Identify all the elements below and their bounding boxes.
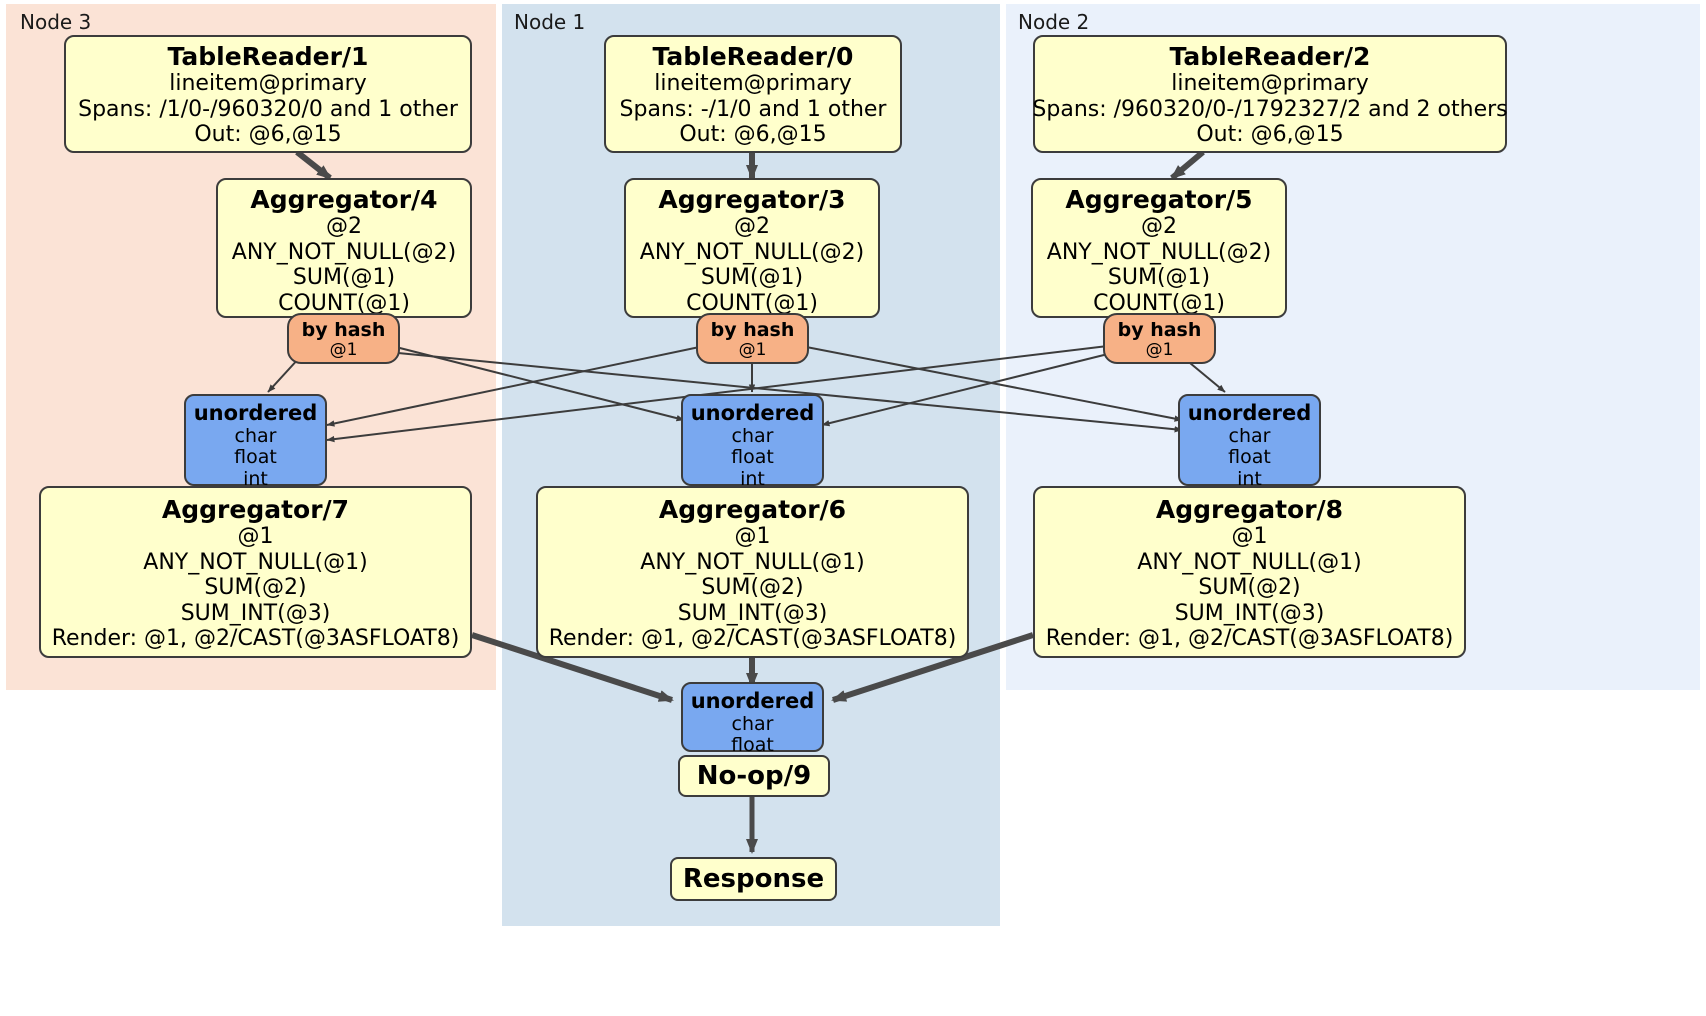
node-detail: Render: @1, @2/CAST(@3ASFLOAT8) xyxy=(51,626,460,652)
router-title: by hash xyxy=(710,319,795,341)
synchronizer-unordered-node-3[interactable]: unordered char float int xyxy=(184,394,327,490)
processor-no-op-9[interactable]: No-op/9 xyxy=(678,755,830,797)
node-detail: COUNT(@1) xyxy=(686,290,818,316)
node-detail: lineitem@primary xyxy=(654,71,852,96)
sync-title: unordered xyxy=(690,689,815,713)
node-detail: SUM_INT(@3) xyxy=(180,600,331,626)
sync-type: char xyxy=(731,424,774,447)
node-detail: Out: @6,@15 xyxy=(194,122,342,148)
node-detail: SUM(@1) xyxy=(1107,265,1211,291)
node-title: Aggregator/8 xyxy=(1155,495,1344,524)
node-detail: @1 xyxy=(1231,524,1268,549)
node-title: Aggregator/5 xyxy=(1065,185,1253,214)
router-title: by hash xyxy=(1117,319,1202,341)
node-detail: Render: @1, @2/CAST(@3ASFLOAT8) xyxy=(1045,626,1454,652)
node-title: TableReader/2 xyxy=(1169,42,1371,71)
sync-title: unordered xyxy=(193,401,318,425)
processor-aggregator-5[interactable]: Aggregator/5 @2 ANY_NOT_NULL(@2) SUM(@1)… xyxy=(1031,178,1287,318)
node-detail: lineitem@primary xyxy=(1171,71,1369,96)
node-detail: Spans: -/1/0 and 1 other xyxy=(619,96,887,122)
node-detail: COUNT(@1) xyxy=(1093,290,1225,316)
node-detail: Render: @1, @2/CAST(@3ASFLOAT8) xyxy=(548,626,957,652)
node-detail: ANY_NOT_NULL(@1) xyxy=(640,549,865,575)
sync-type: float xyxy=(1228,446,1271,469)
node-detail: Spans: /1/0-/960320/0 and 1 other xyxy=(78,96,458,122)
panel-label-node-1: Node 1 xyxy=(514,10,586,34)
node-detail: Out: @6,@15 xyxy=(1196,122,1344,148)
router-by-hash-node-1[interactable]: by hash @1 xyxy=(696,313,809,364)
node-detail: SUM_INT(@3) xyxy=(1174,600,1325,626)
synchronizer-unordered-final[interactable]: unordered char float xyxy=(681,682,824,756)
processor-response[interactable]: Response xyxy=(670,857,837,901)
sync-title: unordered xyxy=(1187,401,1312,425)
node-title: No-op/9 xyxy=(696,761,812,791)
node-detail: Spans: /960320/0-/1792327/2 and 2 others xyxy=(1032,96,1508,122)
processor-aggregator-4[interactable]: Aggregator/4 @2 ANY_NOT_NULL(@2) SUM(@1)… xyxy=(216,178,472,318)
sync-type: float xyxy=(731,734,774,757)
sync-type: char xyxy=(731,712,774,735)
node-detail: COUNT(@1) xyxy=(278,290,410,316)
node-detail: @2 xyxy=(734,214,770,239)
node-detail: SUM(@2) xyxy=(1198,575,1301,601)
node-detail: @2 xyxy=(326,214,362,239)
node-detail: ANY_NOT_NULL(@2) xyxy=(639,239,865,265)
sync-type: int xyxy=(243,468,268,491)
router-detail: @1 xyxy=(738,339,767,360)
node-detail: SUM(@1) xyxy=(700,265,804,291)
node-detail: SUM(@2) xyxy=(204,575,307,601)
node-detail: ANY_NOT_NULL(@2) xyxy=(1046,239,1272,265)
node-title: Aggregator/3 xyxy=(658,185,846,214)
sync-type: float xyxy=(234,446,277,469)
node-title: TableReader/0 xyxy=(652,42,854,71)
node-detail: Out: @6,@15 xyxy=(679,122,827,148)
node-detail: lineitem@primary xyxy=(169,71,367,96)
node-title: Aggregator/7 xyxy=(161,495,350,524)
node-title: TableReader/1 xyxy=(167,42,369,71)
node-title: Aggregator/4 xyxy=(250,185,438,214)
router-detail: @1 xyxy=(1145,339,1174,360)
processor-aggregator-7[interactable]: Aggregator/7 @1 ANY_NOT_NULL(@1) SUM(@2)… xyxy=(39,486,472,658)
node-detail: SUM(@2) xyxy=(701,575,804,601)
node-detail: ANY_NOT_NULL(@1) xyxy=(143,549,368,575)
processor-table-reader-0[interactable]: TableReader/0 lineitem@primary Spans: -/… xyxy=(604,35,902,153)
node-detail: @2 xyxy=(1141,214,1177,239)
processor-aggregator-3[interactable]: Aggregator/3 @2 ANY_NOT_NULL(@2) SUM(@1)… xyxy=(624,178,880,318)
panel-label-node-3: Node 3 xyxy=(20,10,92,34)
processor-table-reader-2[interactable]: TableReader/2 lineitem@primary Spans: /9… xyxy=(1032,35,1508,153)
sync-type: int xyxy=(1237,468,1262,491)
processor-aggregator-6[interactable]: Aggregator/6 @1 ANY_NOT_NULL(@1) SUM(@2)… xyxy=(536,486,969,658)
sync-type: char xyxy=(1228,424,1271,447)
node-title: Aggregator/6 xyxy=(658,495,847,524)
node-detail: @1 xyxy=(237,524,274,549)
sync-title: unordered xyxy=(690,401,815,425)
router-by-hash-node-2[interactable]: by hash @1 xyxy=(1103,313,1216,364)
router-title: by hash xyxy=(301,319,386,341)
node-detail: SUM(@1) xyxy=(292,265,396,291)
node-detail: ANY_NOT_NULL(@2) xyxy=(231,239,457,265)
synchronizer-unordered-node-1[interactable]: unordered char float int xyxy=(681,394,824,490)
node-title: Response xyxy=(682,864,825,894)
processor-aggregator-8[interactable]: Aggregator/8 @1 ANY_NOT_NULL(@1) SUM(@2)… xyxy=(1033,486,1466,658)
node-detail: ANY_NOT_NULL(@1) xyxy=(1137,549,1362,575)
sync-type: char xyxy=(234,424,277,447)
router-by-hash-node-3[interactable]: by hash @1 xyxy=(287,313,400,364)
node-detail: SUM_INT(@3) xyxy=(677,600,828,626)
panel-label-node-2: Node 2 xyxy=(1018,10,1090,34)
node-detail: @1 xyxy=(734,524,771,549)
router-detail: @1 xyxy=(329,339,358,360)
processor-table-reader-1[interactable]: TableReader/1 lineitem@primary Spans: /1… xyxy=(64,35,472,153)
sync-type: int xyxy=(740,468,765,491)
sync-type: float xyxy=(731,446,774,469)
synchronizer-unordered-node-2[interactable]: unordered char float int xyxy=(1178,394,1321,490)
